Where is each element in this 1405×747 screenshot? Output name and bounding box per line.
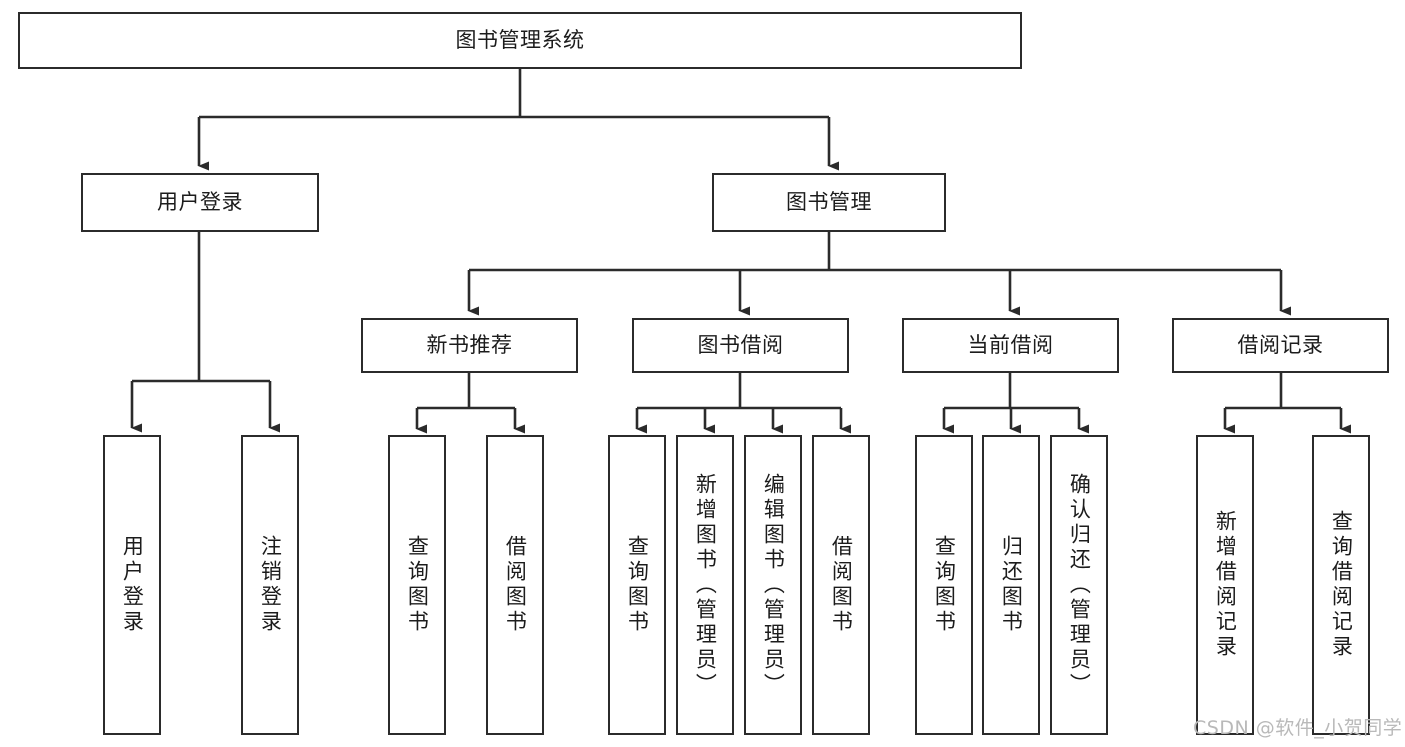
node-book-manage[interactable]: 图书管理 xyxy=(712,173,946,232)
node-borrow-record[interactable]: 借阅记录 xyxy=(1172,318,1389,373)
node-leaf-return-book[interactable]: 归还图书 xyxy=(982,435,1040,735)
node-leaf-query-record-label: 查询借阅记录 xyxy=(1329,510,1354,660)
node-leaf-query-book-1-label: 查询图书 xyxy=(405,535,430,635)
node-book-manage-label: 图书管理 xyxy=(786,190,872,215)
node-current-borrow[interactable]: 当前借阅 xyxy=(902,318,1119,373)
node-leaf-add-record[interactable]: 新增借阅记录 xyxy=(1196,435,1254,735)
node-root[interactable]: 图书管理系统 xyxy=(18,12,1022,69)
node-leaf-borrow-book-2-label: 借阅图书 xyxy=(829,535,854,635)
node-leaf-user-logout-label: 注销登录 xyxy=(258,535,283,635)
node-leaf-confirm-return-label: 确认归还（管理员） xyxy=(1067,472,1092,698)
node-leaf-return-book-label: 归还图书 xyxy=(999,535,1024,635)
node-leaf-add-book-label: 新增图书（管理员） xyxy=(693,472,718,698)
node-leaf-borrow-book-2[interactable]: 借阅图书 xyxy=(812,435,870,735)
node-user-login[interactable]: 用户登录 xyxy=(81,173,319,232)
node-leaf-confirm-return[interactable]: 确认归还（管理员） xyxy=(1050,435,1108,735)
node-leaf-query-book-2-label: 查询图书 xyxy=(625,535,650,635)
node-leaf-edit-book[interactable]: 编辑图书（管理员） xyxy=(744,435,802,735)
node-leaf-add-record-label: 新增借阅记录 xyxy=(1213,510,1238,660)
node-leaf-borrow-book-1-label: 借阅图书 xyxy=(503,535,528,635)
node-leaf-query-book-3-label: 查询图书 xyxy=(932,535,957,635)
node-leaf-user-login-label: 用户登录 xyxy=(120,535,145,635)
node-leaf-query-book-1[interactable]: 查询图书 xyxy=(388,435,446,735)
node-leaf-user-login[interactable]: 用户登录 xyxy=(103,435,161,735)
node-leaf-edit-book-label: 编辑图书（管理员） xyxy=(761,472,786,698)
node-root-label: 图书管理系统 xyxy=(455,28,585,53)
node-leaf-query-record[interactable]: 查询借阅记录 xyxy=(1312,435,1370,735)
node-new-book-rec-label: 新书推荐 xyxy=(426,333,513,358)
node-book-borrow-label: 图书借阅 xyxy=(697,333,784,358)
node-borrow-record-label: 借阅记录 xyxy=(1237,333,1324,358)
node-book-borrow[interactable]: 图书借阅 xyxy=(632,318,849,373)
node-leaf-query-book-3[interactable]: 查询图书 xyxy=(915,435,973,735)
node-user-login-label: 用户登录 xyxy=(157,190,243,215)
node-leaf-add-book[interactable]: 新增图书（管理员） xyxy=(676,435,734,735)
node-leaf-user-logout[interactable]: 注销登录 xyxy=(241,435,299,735)
node-leaf-query-book-2[interactable]: 查询图书 xyxy=(608,435,666,735)
node-leaf-borrow-book-1[interactable]: 借阅图书 xyxy=(486,435,544,735)
node-new-book-rec[interactable]: 新书推荐 xyxy=(361,318,578,373)
node-current-borrow-label: 当前借阅 xyxy=(967,333,1054,358)
